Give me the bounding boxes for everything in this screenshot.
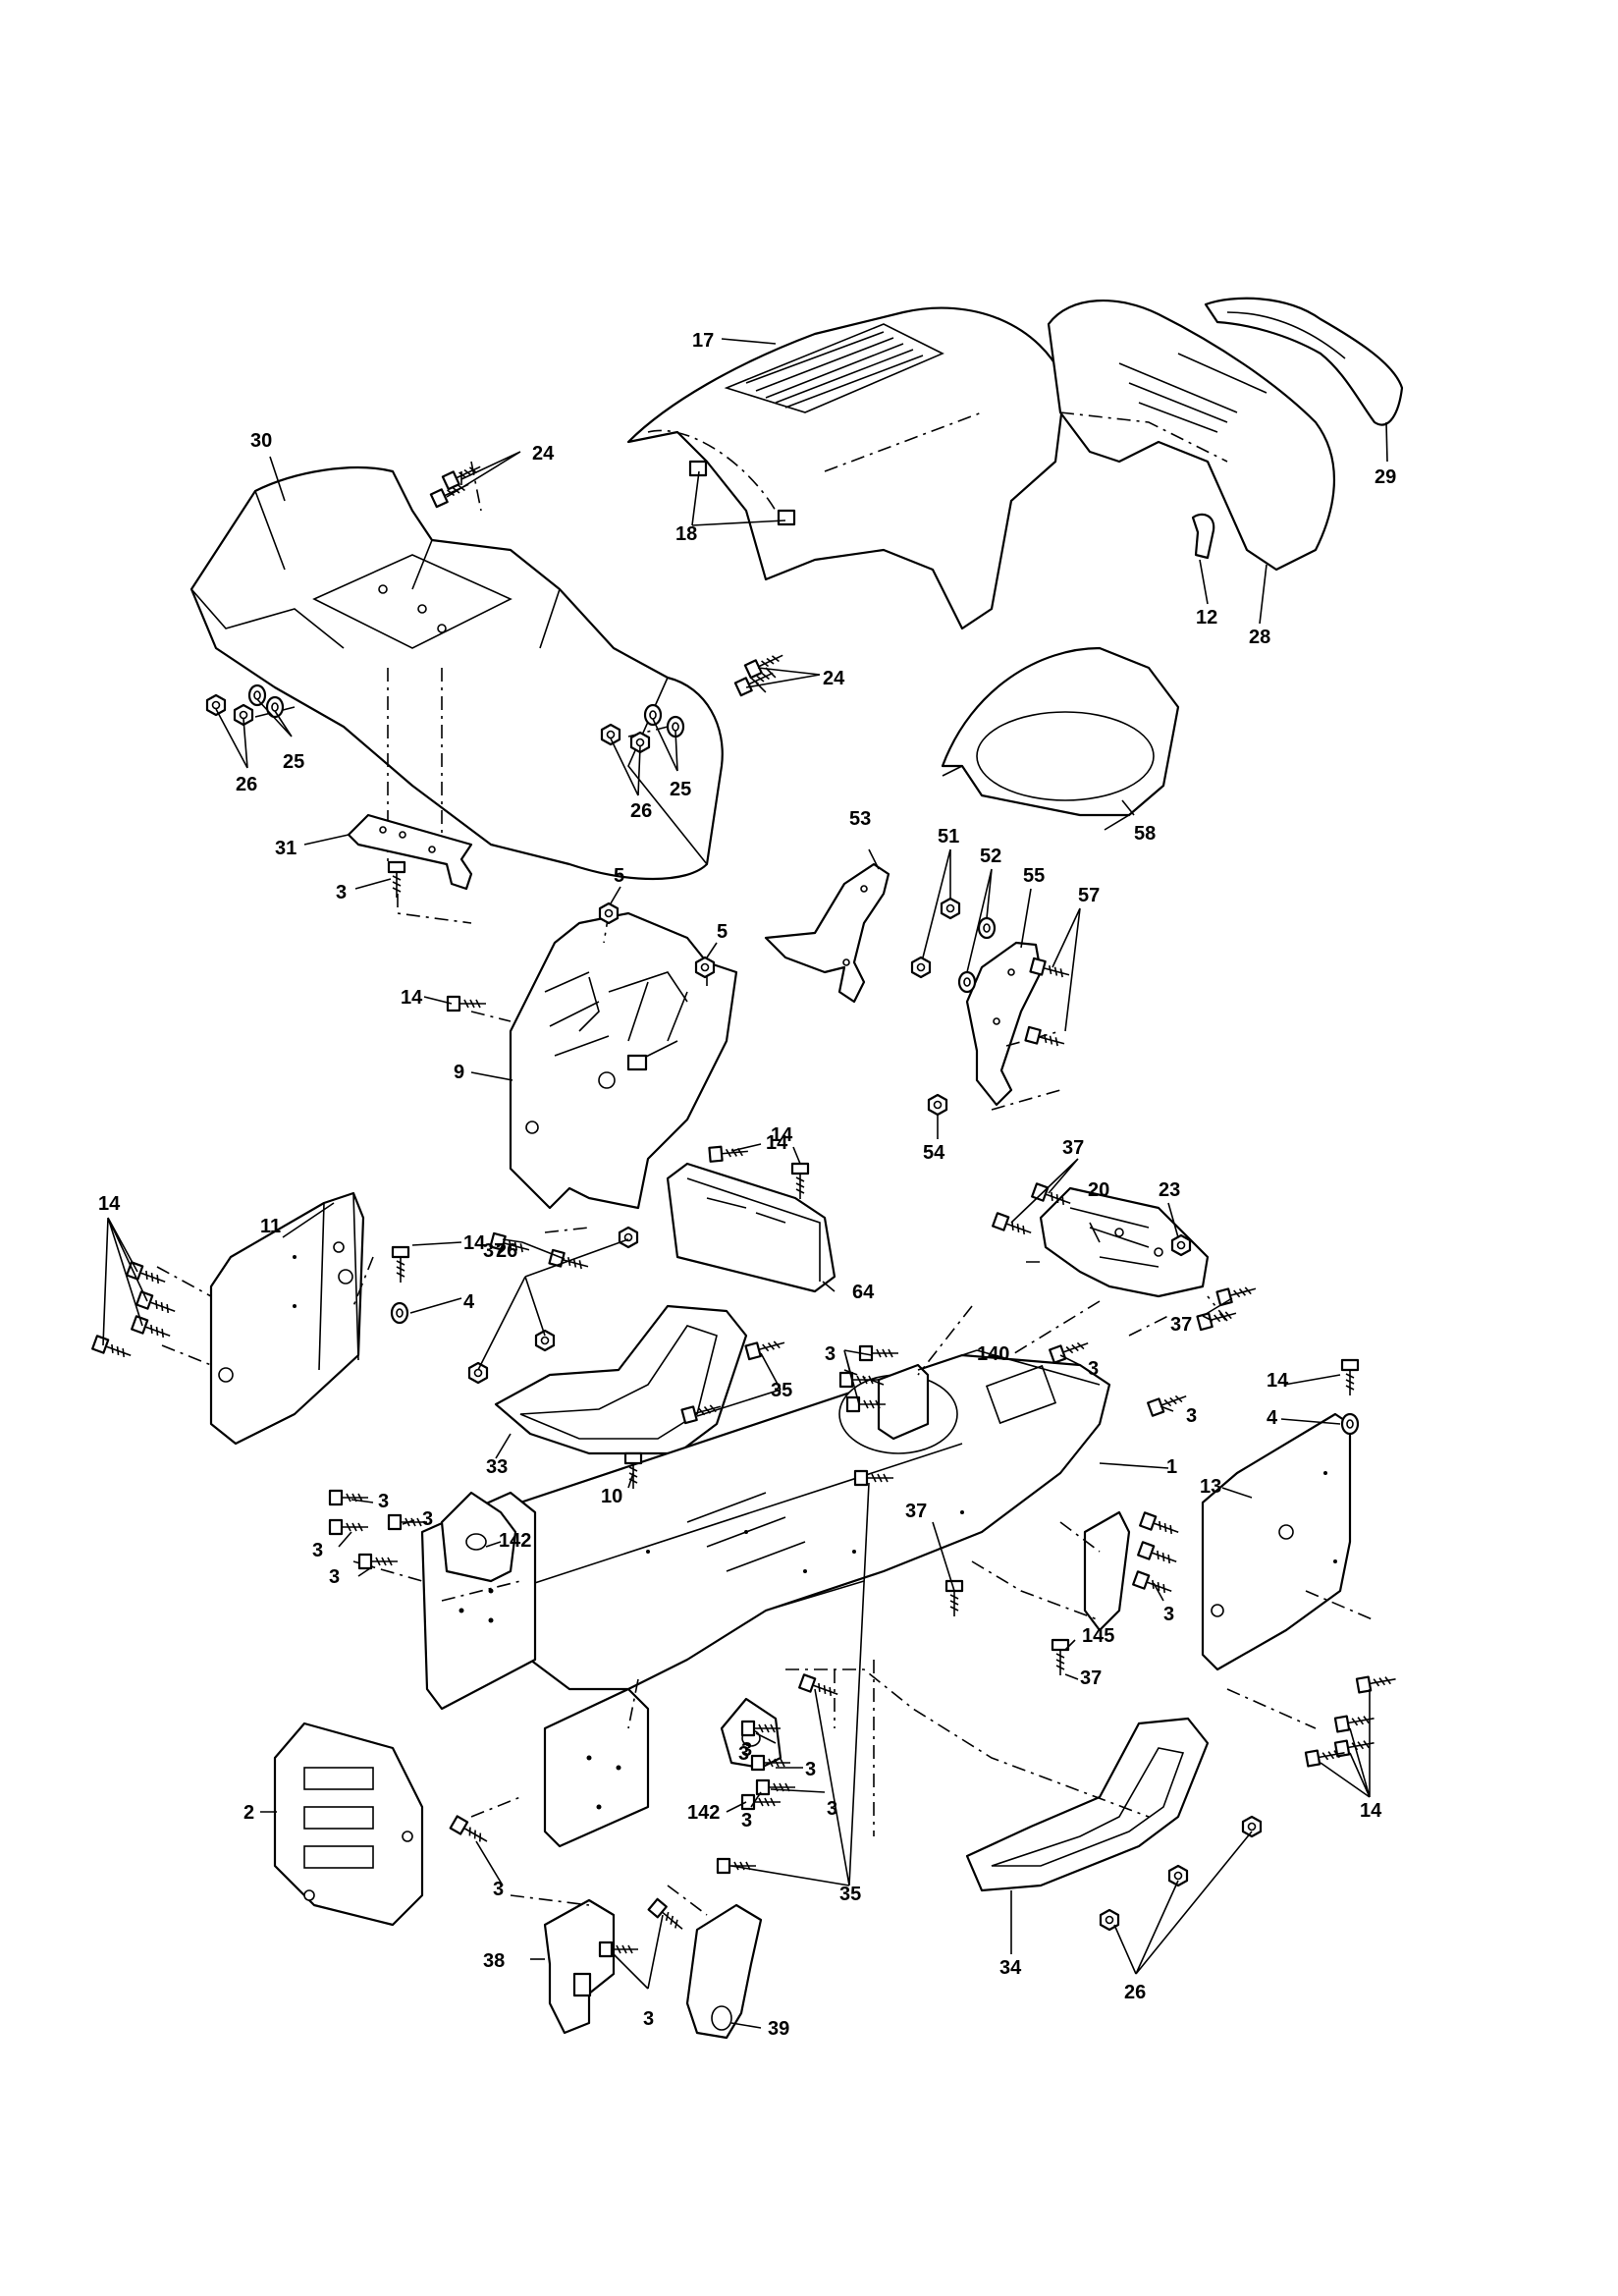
callout-26c: 26 — [496, 1240, 517, 1262]
callout-14e: 14 — [463, 1232, 486, 1254]
callout-3k: 3 — [493, 1879, 504, 1900]
callouts: 17 30 24 18 12 28 29 24 25 26 26 25 58 3… — [98, 330, 1396, 2040]
callout-3i: 3 — [1163, 1604, 1174, 1625]
fender — [189, 466, 724, 881]
callout-5: 5 — [614, 865, 624, 887]
callout-14b: 14 — [766, 1132, 788, 1154]
callout-3h: 3 — [329, 1566, 340, 1588]
bracket-39 — [685, 1903, 763, 2040]
callout-25: 25 — [283, 751, 304, 773]
callout-52: 52 — [980, 846, 1001, 867]
callout-2: 2 — [243, 1802, 254, 1824]
callout-37e: 37 — [1080, 1667, 1102, 1689]
callout-28: 28 — [1249, 627, 1270, 648]
callout-3j: 3 — [738, 1743, 749, 1765]
callout-57: 57 — [1078, 885, 1100, 906]
callout-145: 145 — [1082, 1625, 1114, 1647]
callout-20: 20 — [1088, 1179, 1109, 1201]
rear-bracket-right — [1083, 1510, 1131, 1632]
callout-3d: 3 — [1186, 1405, 1197, 1427]
callout-25b: 25 — [670, 779, 691, 800]
callout-30: 30 — [250, 430, 272, 452]
callout-14f: 14 — [1267, 1370, 1289, 1392]
bracket-53 — [764, 862, 890, 1004]
callout-17: 17 — [692, 330, 714, 352]
bracket-20 — [1039, 1186, 1210, 1298]
callout-3: 3 — [336, 882, 347, 903]
bracket-38 — [543, 1898, 616, 2035]
callout-35b: 35 — [839, 1884, 861, 1905]
callout-24: 24 — [532, 443, 555, 465]
footrest-right — [965, 1717, 1210, 1892]
nose-piece — [1204, 297, 1404, 426]
callout-64: 64 — [852, 1282, 875, 1303]
grille — [1047, 300, 1336, 572]
callout-4b: 4 — [1267, 1407, 1278, 1429]
callout-26d: 26 — [1124, 1982, 1146, 2003]
callout-3m: 3 — [805, 1759, 816, 1780]
callout-23: 23 — [1159, 1179, 1180, 1201]
bracket-142-upper — [440, 1491, 517, 1583]
callout-14g: 14 — [1360, 1800, 1382, 1822]
deflector-tray — [941, 646, 1180, 831]
leader-lines — [102, 338, 1388, 2029]
callout-54: 54 — [923, 1142, 945, 1164]
callout-14: 14 — [401, 987, 423, 1009]
callout-9: 9 — [454, 1062, 464, 1083]
console-bracket — [666, 1162, 836, 1293]
callout-26: 26 — [236, 774, 257, 795]
callout-11: 11 — [260, 1216, 281, 1237]
bracket-31 — [347, 813, 473, 891]
callout-53: 53 — [849, 808, 871, 830]
callout-34: 34 — [999, 1957, 1022, 1979]
hood-latch — [1191, 513, 1215, 560]
callout-3n: 3 — [827, 1798, 837, 1820]
callout-10: 10 — [601, 1486, 622, 1507]
callout-12: 12 — [1196, 607, 1217, 629]
callout-4: 4 — [463, 1291, 475, 1313]
callout-18: 18 — [675, 523, 697, 545]
callout-14d: 14 — [98, 1193, 121, 1215]
callout-31: 31 — [275, 838, 297, 859]
bracket-140 — [877, 1363, 930, 1441]
callout-39: 39 — [768, 2018, 789, 2040]
callout-140: 140 — [977, 1343, 1009, 1365]
callout-55: 55 — [1023, 865, 1045, 887]
callout-142b: 142 — [687, 1802, 720, 1824]
callout-37d: 37 — [905, 1501, 927, 1522]
callout-29: 29 — [1375, 466, 1396, 488]
callout-33: 33 — [486, 1456, 508, 1478]
footrest-left — [494, 1304, 748, 1455]
callout-3o: 3 — [643, 2008, 654, 2030]
callout-51: 51 — [938, 826, 959, 847]
front-panel-2 — [273, 1722, 424, 1927]
callout-5b: 5 — [717, 921, 728, 943]
callout-3b: 3 — [825, 1343, 836, 1365]
callout-1: 1 — [1166, 1456, 1177, 1478]
callout-38: 38 — [483, 1950, 505, 1972]
callout-3g: 3 — [312, 1540, 323, 1561]
hood — [626, 306, 1067, 630]
callout-3f: 3 — [422, 1508, 433, 1530]
callout-24b: 24 — [823, 668, 845, 689]
callout-3c: 3 — [1088, 1358, 1099, 1380]
frame-side-plate — [543, 1687, 650, 1848]
side-panel-right — [1201, 1412, 1352, 1671]
side-panel-left — [209, 1191, 365, 1446]
callout-3l: 3 — [741, 1810, 752, 1831]
callout-37: 37 — [483, 1240, 505, 1262]
callout-37b: 37 — [1062, 1137, 1084, 1159]
callout-13: 13 — [1200, 1476, 1221, 1498]
callout-58: 58 — [1134, 823, 1156, 845]
bracket-55 — [965, 941, 1043, 1107]
callout-14c: 14 — [771, 1124, 793, 1146]
callout-3p: 3 — [741, 1739, 752, 1761]
callout-35: 35 — [771, 1380, 792, 1401]
dash-panel — [509, 911, 738, 1210]
callout-26b: 26 — [630, 800, 652, 822]
callout-142: 142 — [499, 1530, 531, 1552]
callout-37c: 37 — [1170, 1314, 1192, 1336]
callout-3e: 3 — [378, 1491, 389, 1512]
